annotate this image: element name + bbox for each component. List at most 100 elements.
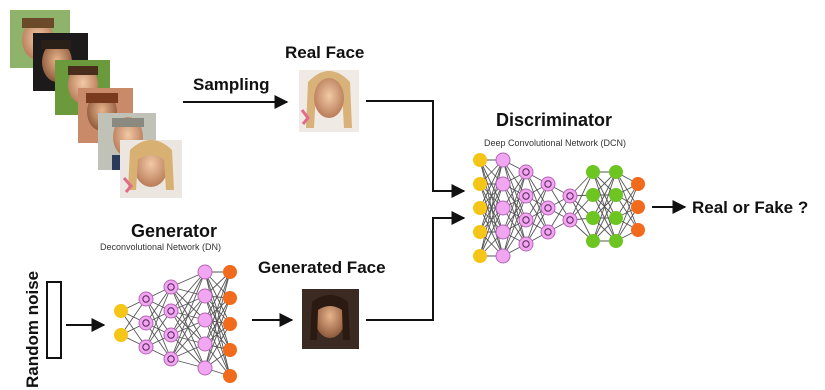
disc-node-pink	[495, 152, 511, 168]
gen-edge	[204, 319, 231, 377]
disc-node-pink	[495, 248, 511, 264]
generator-subtitle: Deconvolutional Network (DN)	[100, 242, 221, 252]
disc-node-pink	[495, 224, 511, 240]
disc-node-yellow	[473, 177, 487, 191]
disc-edge	[479, 159, 504, 209]
gen-node-ring	[167, 331, 175, 339]
gen-edge	[170, 271, 206, 360]
disc-node-pink	[518, 236, 534, 252]
random-noise-label: Random noise	[23, 271, 42, 388]
disc-edge	[569, 195, 594, 242]
gen-edge	[170, 295, 206, 360]
disc-node-pink	[540, 224, 556, 240]
disc-node-pink	[562, 212, 578, 228]
disc-node-yellow	[473, 249, 487, 263]
disc-node-green	[586, 165, 600, 179]
disc-edge	[502, 171, 527, 233]
real-face-photo	[299, 70, 359, 132]
disc-node-pink	[495, 200, 511, 216]
gen-edge	[204, 271, 231, 351]
gen-node-yellow	[114, 304, 128, 318]
disc-node-ring	[522, 192, 530, 200]
gen-node-pink	[163, 351, 179, 367]
discriminator-subtitle: Deep Convolutional Network (DCN)	[484, 138, 626, 148]
generated-face-arrow	[366, 211, 466, 321]
disc-node-ring	[566, 216, 574, 224]
discriminator-label: Discriminator	[496, 110, 612, 130]
disc-nodes	[473, 152, 645, 264]
disc-node-green	[609, 211, 623, 225]
disc-node-ring	[566, 192, 574, 200]
gen-edge	[170, 319, 206, 360]
gen-node-pink	[163, 303, 179, 319]
gen-node-pink	[197, 360, 213, 376]
disc-node-pink	[518, 212, 534, 228]
disc-edge	[615, 183, 639, 242]
gen-node-orange	[223, 369, 237, 383]
disc-node-pink	[518, 164, 534, 180]
gen-node-pink	[163, 279, 179, 295]
gen-edge	[204, 271, 231, 325]
disc-node-pink	[540, 200, 556, 216]
disc-node-pink	[562, 188, 578, 204]
gen-node-pink	[138, 315, 154, 331]
disc-node-orange	[631, 177, 645, 191]
disc-edge	[479, 207, 504, 257]
disc-node-yellow	[473, 201, 487, 215]
gen-node-orange	[223, 291, 237, 305]
disc-node-orange	[631, 200, 645, 214]
gen-node-pink	[138, 339, 154, 355]
disc-edge	[502, 171, 527, 257]
disc-node-yellow	[473, 225, 487, 239]
gen-edge	[204, 271, 231, 321]
sampling-label: Sampling	[193, 75, 270, 94]
disc-edge	[479, 159, 504, 257]
gen-node-pink	[138, 291, 154, 307]
generator-label: Generator	[131, 221, 217, 241]
disc-edge	[592, 171, 617, 219]
disc-edge	[502, 195, 527, 257]
disc-edge	[479, 159, 504, 233]
real-face-label: Real Face	[285, 43, 364, 62]
gen-node-ring	[167, 307, 175, 315]
gen-edge	[145, 286, 172, 348]
gen-edge	[204, 271, 231, 369]
gen-edge	[204, 271, 231, 345]
gen-node-pink	[197, 312, 213, 328]
generated-face-label: Generated Face	[258, 258, 386, 277]
gen-node-ring	[142, 319, 150, 327]
gen-node-orange	[223, 265, 237, 279]
disc-edge	[479, 183, 504, 257]
gen-node-ring	[167, 283, 175, 291]
disc-edge	[592, 194, 617, 242]
disc-node-yellow	[473, 153, 487, 167]
gen-node-ring	[142, 343, 150, 351]
disc-node-ring	[544, 180, 552, 188]
gen-node-pink	[197, 264, 213, 280]
disc-node-green	[609, 234, 623, 248]
disc-node-ring	[544, 228, 552, 236]
disc-node-orange	[631, 223, 645, 237]
disc-node-ring	[522, 168, 530, 176]
disc-node-ring	[544, 204, 552, 212]
disc-edge	[525, 183, 549, 245]
disc-node-pink	[495, 176, 511, 192]
disc-node-ring	[522, 216, 530, 224]
gen-node-orange	[223, 317, 237, 331]
disc-node-green	[586, 234, 600, 248]
gen-node-orange	[223, 343, 237, 357]
gen-nodes	[114, 264, 237, 383]
face-photo-stack	[10, 10, 182, 198]
gen-edge	[170, 271, 206, 336]
stack-photo-6	[120, 140, 182, 198]
disc-node-green	[586, 188, 600, 202]
gen-node-ring	[167, 355, 175, 363]
gen-node-yellow	[114, 328, 128, 342]
generated-face-photo	[302, 289, 359, 349]
disc-node-green	[586, 211, 600, 225]
generator-network	[114, 264, 237, 383]
gen-node-ring	[142, 295, 150, 303]
disc-node-ring	[522, 240, 530, 248]
